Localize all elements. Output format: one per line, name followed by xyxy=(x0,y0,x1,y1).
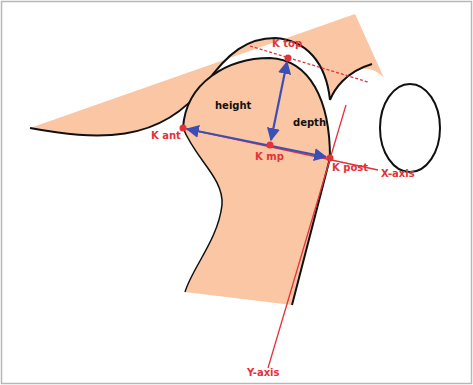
dimension-label: depth xyxy=(292,117,327,129)
k-post-point xyxy=(327,155,334,162)
condyle-neck-outline xyxy=(183,128,222,292)
tangent-line xyxy=(250,46,368,82)
axis-label: Y-axis xyxy=(246,367,281,379)
point-label: K ant xyxy=(150,130,182,142)
point-label: K post xyxy=(331,162,369,174)
y-axis-line xyxy=(268,105,346,368)
axis-label: X-axis xyxy=(380,168,416,180)
point-label: K top xyxy=(271,38,303,50)
k-top-point xyxy=(285,55,292,62)
ear-canal xyxy=(380,84,440,172)
height-arrow xyxy=(271,62,287,140)
dimension-label: height xyxy=(214,100,252,112)
condyle-outline xyxy=(183,58,330,305)
condyle xyxy=(183,58,330,305)
point-label: K mp xyxy=(254,151,285,163)
k-mp-point xyxy=(267,142,274,149)
